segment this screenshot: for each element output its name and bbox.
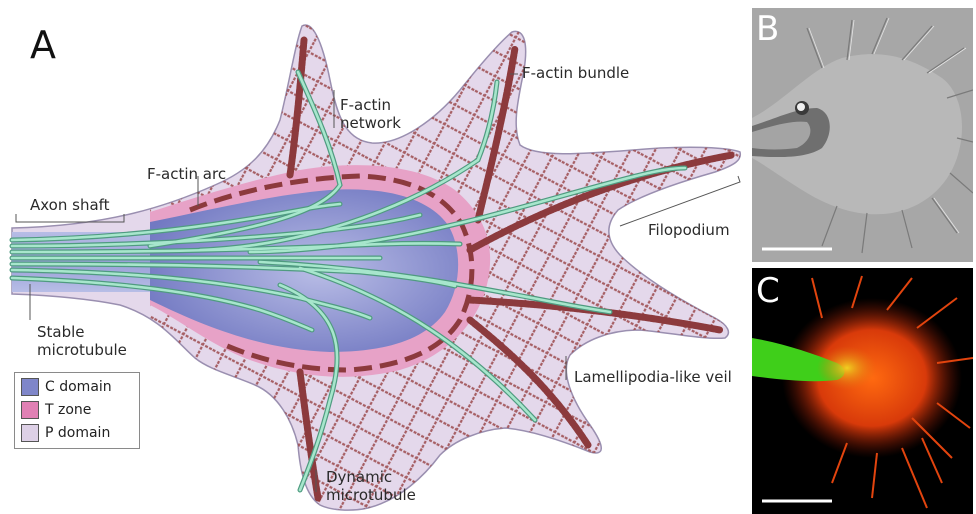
- legend-swatch-c-domain: [21, 378, 39, 396]
- dic-growth-cone-image: [752, 8, 973, 262]
- label-f-actin-network: F-actin network: [340, 96, 401, 132]
- label-f-actin-arc: F-actin arc: [147, 165, 226, 183]
- legend-item-t-zone: T zone: [21, 400, 91, 420]
- panel-label-a: A: [30, 26, 56, 64]
- panel-c-fluorescence-micrograph: C: [752, 268, 973, 514]
- legend-label: C domain: [45, 379, 112, 395]
- label-dynamic-microtubule: Dynamic microtubule: [326, 468, 416, 504]
- panel-b-dic-micrograph: B: [752, 8, 973, 262]
- label-lamellipodia-veil: Lamellipodia-like veil: [574, 368, 732, 386]
- legend-swatch-p-domain: [21, 424, 39, 442]
- legend: C domain T zone P domain: [14, 372, 140, 449]
- label-axon-shaft: Axon shaft: [30, 196, 110, 214]
- panel-label-c: C: [756, 274, 780, 308]
- fluorescence-growth-cone-image: [752, 268, 973, 514]
- label-stable-microtubule: Stable microtubule: [37, 323, 127, 359]
- legend-label: T zone: [45, 402, 91, 418]
- legend-item-p-domain: P domain: [21, 423, 110, 443]
- label-filopodium: Filopodium: [648, 221, 730, 239]
- legend-item-c-domain: C domain: [21, 377, 112, 397]
- panel-label-b: B: [756, 12, 779, 46]
- legend-swatch-t-zone: [21, 401, 39, 419]
- label-f-actin-bundle: F-actin bundle: [522, 64, 629, 82]
- legend-label: P domain: [45, 425, 110, 441]
